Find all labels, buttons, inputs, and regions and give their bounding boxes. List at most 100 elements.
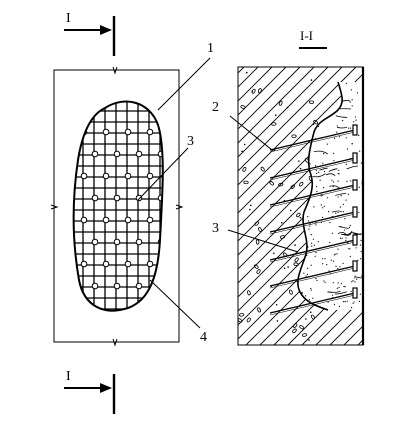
stipple-dot — [333, 282, 334, 283]
callout-4: 4 — [200, 330, 207, 345]
stipple-dot — [303, 273, 304, 274]
stipple-dot — [341, 211, 342, 212]
stipple-dot — [315, 278, 316, 279]
aggregate-dot — [277, 320, 279, 322]
stipple-dot — [360, 244, 361, 245]
stipple-dot — [347, 301, 348, 302]
aggregate-dot — [298, 160, 300, 162]
stipple-dot — [348, 194, 349, 195]
stipple-dot — [345, 199, 346, 200]
stipple-dot — [338, 170, 339, 171]
section-title: I-I — [299, 28, 327, 48]
stipple-dot — [316, 191, 317, 192]
anchor-head-circle — [114, 283, 120, 289]
aggregate-dot — [246, 72, 248, 74]
hatch-line — [0, 67, 230, 345]
stipple-dot — [352, 99, 353, 100]
anchor-head-circle — [147, 217, 153, 223]
stipple-dot — [344, 229, 345, 230]
stipple-dot — [307, 216, 308, 217]
anchor-head — [353, 288, 357, 298]
stipple-dot — [344, 286, 345, 287]
callout-3-left: 3 — [187, 134, 194, 149]
stipple-dot — [343, 286, 344, 287]
stipple-dot — [307, 274, 308, 275]
anchor-head — [353, 180, 357, 190]
stipple-dot — [322, 163, 323, 164]
stipple-dot — [325, 282, 326, 283]
stipple-dot — [332, 295, 333, 296]
stipple-dot — [342, 120, 343, 121]
leader-4 — [150, 280, 200, 328]
callout-2: 2 — [212, 100, 219, 115]
anchor-head-circle — [136, 195, 142, 201]
section-mark-top-label: I — [66, 11, 71, 26]
stipple-dot — [355, 116, 356, 117]
hatch-line — [386, 67, 415, 345]
stipple-dot — [315, 165, 316, 166]
aggregate-dot — [275, 114, 277, 116]
aggregate-dot — [287, 266, 289, 268]
aggregate-dot — [241, 150, 243, 152]
anchor-head — [353, 235, 357, 245]
stipple-dot — [341, 238, 342, 239]
stipple-dot — [308, 220, 309, 221]
stipple-dot — [347, 148, 348, 149]
stipple-dot — [334, 254, 335, 255]
stipple-dot — [316, 186, 317, 187]
stipple-dot — [334, 304, 335, 305]
stipple-dot — [354, 281, 355, 282]
stipple-dot — [359, 187, 360, 188]
stipple-dot — [340, 238, 341, 239]
stipple-dot — [329, 242, 330, 243]
stipple-dot — [332, 233, 333, 234]
stipple-dot — [352, 105, 353, 106]
stipple-dot — [345, 301, 346, 302]
stipple-dot — [350, 180, 351, 181]
aggregate-dot — [244, 144, 246, 146]
stipple-dot — [310, 288, 311, 289]
leader-1 — [158, 58, 210, 110]
aggregate-dot — [300, 217, 302, 219]
stipple-dot — [305, 276, 306, 277]
stipple-dot — [305, 295, 306, 296]
aggregate-dot — [290, 210, 292, 212]
section-arrow-head-top — [100, 25, 112, 35]
stipple-dot — [324, 171, 325, 172]
section-arrow-head-bottom — [100, 383, 112, 393]
aggregate-dot — [276, 304, 278, 306]
stipple-dot — [333, 261, 334, 262]
aggregate-dot — [273, 252, 275, 254]
stipple-dot — [315, 256, 316, 257]
stipple-dot — [355, 275, 356, 276]
stipple-dot — [313, 206, 314, 207]
hatch-line — [358, 67, 415, 345]
stipple-dot — [323, 280, 324, 281]
aggregate-dot — [250, 205, 252, 207]
stipple-dot — [344, 218, 345, 219]
stipple-dot — [353, 121, 354, 122]
aggregate-dot — [313, 123, 315, 125]
stipple-dot — [355, 120, 356, 121]
elevation-view: 1 3 4 — [51, 41, 214, 345]
hatch-line — [372, 67, 415, 345]
cross-section-view: 2 3 — [0, 67, 415, 345]
stipple-dot — [341, 195, 342, 196]
section-mark-top: I — [64, 11, 114, 56]
stipple-dot — [339, 306, 340, 307]
stipple-dot — [307, 268, 308, 269]
stipple-dot — [360, 258, 361, 259]
anchor-head-circle — [114, 195, 120, 201]
stipple-dot — [345, 237, 346, 238]
stipple-dot — [327, 144, 328, 145]
anchor-head — [353, 125, 357, 135]
stipple-dot — [337, 288, 338, 289]
stipple-dot — [338, 196, 339, 197]
anchor-head-circle — [136, 283, 142, 289]
stipple-dot — [311, 243, 312, 244]
stipple-dot — [311, 234, 312, 235]
stipple-dot — [321, 204, 322, 205]
anchor-head-circle — [125, 217, 131, 223]
stipple-dot — [315, 224, 316, 225]
stipple-dot — [351, 307, 352, 308]
